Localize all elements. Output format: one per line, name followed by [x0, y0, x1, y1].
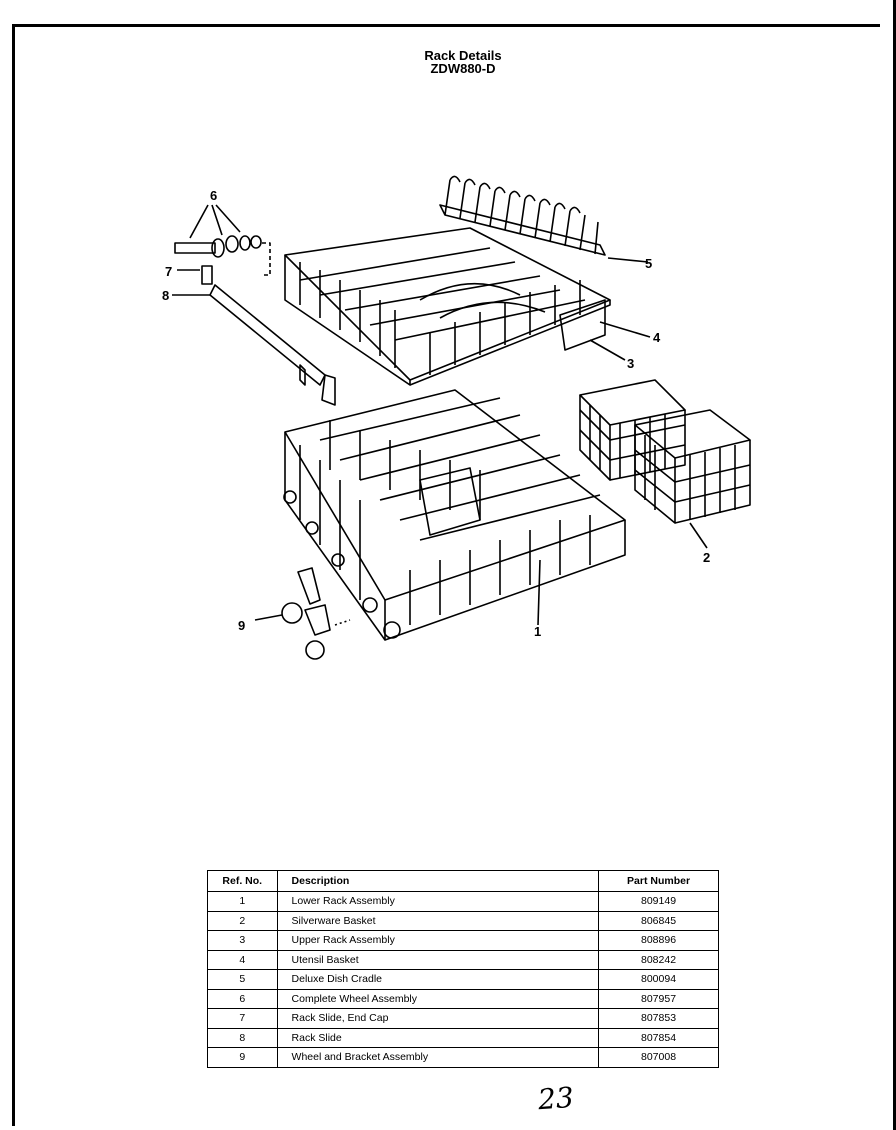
table-row: 7 Rack Slide, End Cap 807853	[207, 1008, 719, 1029]
rack-exploded-diagram: 1 2 3 4 5 6 7 8 9	[162, 175, 751, 660]
ref-cell: 9	[207, 1047, 278, 1068]
part-number-cell: 807853	[598, 1008, 719, 1029]
part-number-cell: 807854	[598, 1027, 719, 1048]
table-row: 8 Rack Slide 807854	[207, 1027, 719, 1048]
wheel-assembly	[174, 204, 271, 276]
table-row: 5 Deluxe Dish Cradle 800094	[207, 969, 719, 990]
silverware-basket	[579, 379, 751, 549]
table-row: 4 Utensil Basket 808242	[207, 949, 719, 970]
ref-cell: 1	[207, 891, 278, 912]
callout-5: 5	[645, 256, 652, 271]
ref-cell: 4	[207, 949, 278, 970]
description-cell: Upper Rack Assembly	[276, 930, 600, 951]
callout-2: 2	[703, 550, 710, 565]
ref-cell: 8	[207, 1027, 278, 1048]
table-row: 2 Silverware Basket 806845	[207, 910, 719, 931]
callout-4: 4	[653, 330, 661, 345]
ref-cell: 3	[207, 930, 278, 951]
description-cell: Complete Wheel Assembly	[276, 988, 600, 1009]
table-row: 1 Lower Rack Assembly 809149	[207, 891, 719, 912]
callout-7: 7	[165, 264, 172, 279]
ref-cell: 2	[207, 910, 278, 931]
description-cell: Silverware Basket	[276, 910, 600, 931]
part-number-cell: 808242	[598, 949, 719, 970]
table-header-row: Ref. No. Description Part Number	[207, 870, 719, 892]
description-cell: Deluxe Dish Cradle	[276, 969, 600, 990]
part-number-cell: 807957	[598, 988, 719, 1009]
part-number-cell: 800094	[598, 969, 719, 990]
table-row: 6 Complete Wheel Assembly 807957	[207, 988, 719, 1009]
page-border-right	[893, 0, 896, 1130]
page-border	[12, 24, 880, 1126]
callout-9: 9	[238, 618, 245, 633]
handwritten-page-number: 23	[536, 1080, 575, 1117]
part-number-cell: 807008	[598, 1047, 719, 1068]
part-number-cell: 808896	[598, 930, 719, 951]
description-cell: Wheel and Bracket Assembly	[276, 1047, 600, 1068]
header-part-number: Part Number	[598, 870, 719, 892]
dish-cradle	[439, 175, 606, 256]
header-description: Description	[276, 870, 600, 892]
callout-6: 6	[210, 188, 217, 203]
lower-rack	[283, 389, 626, 641]
diagram-model: ZDW880-D	[430, 61, 496, 76]
header-ref-no: Ref. No.	[207, 870, 278, 892]
callout-8: 8	[162, 288, 169, 303]
description-cell: Lower Rack Assembly	[276, 891, 600, 912]
description-cell: Rack Slide	[276, 1027, 600, 1048]
parts-table: Ref. No. Description Part Number 1 Lower…	[207, 870, 719, 1068]
callout-1: 1	[534, 624, 541, 639]
table-row: 3 Upper Rack Assembly 808896	[207, 930, 719, 951]
description-cell: Utensil Basket	[276, 949, 600, 970]
part-number-cell: 806845	[598, 910, 719, 931]
ref-cell: 6	[207, 988, 278, 1009]
rack-slide	[201, 265, 336, 406]
wheel-bracket	[254, 567, 351, 660]
callout-labels: 1 2 3 4 5 6 7 8 9	[162, 188, 710, 639]
description-cell: Rack Slide, End Cap	[276, 1008, 600, 1029]
upper-rack	[284, 227, 611, 386]
part-number-cell: 809149	[598, 891, 719, 912]
callout-3: 3	[627, 356, 634, 371]
ref-cell: 7	[207, 1008, 278, 1029]
ref-cell: 5	[207, 969, 278, 990]
table-row: 9 Wheel and Bracket Assembly 807008	[207, 1047, 719, 1068]
diagram-title: Rack Details	[424, 48, 502, 63]
